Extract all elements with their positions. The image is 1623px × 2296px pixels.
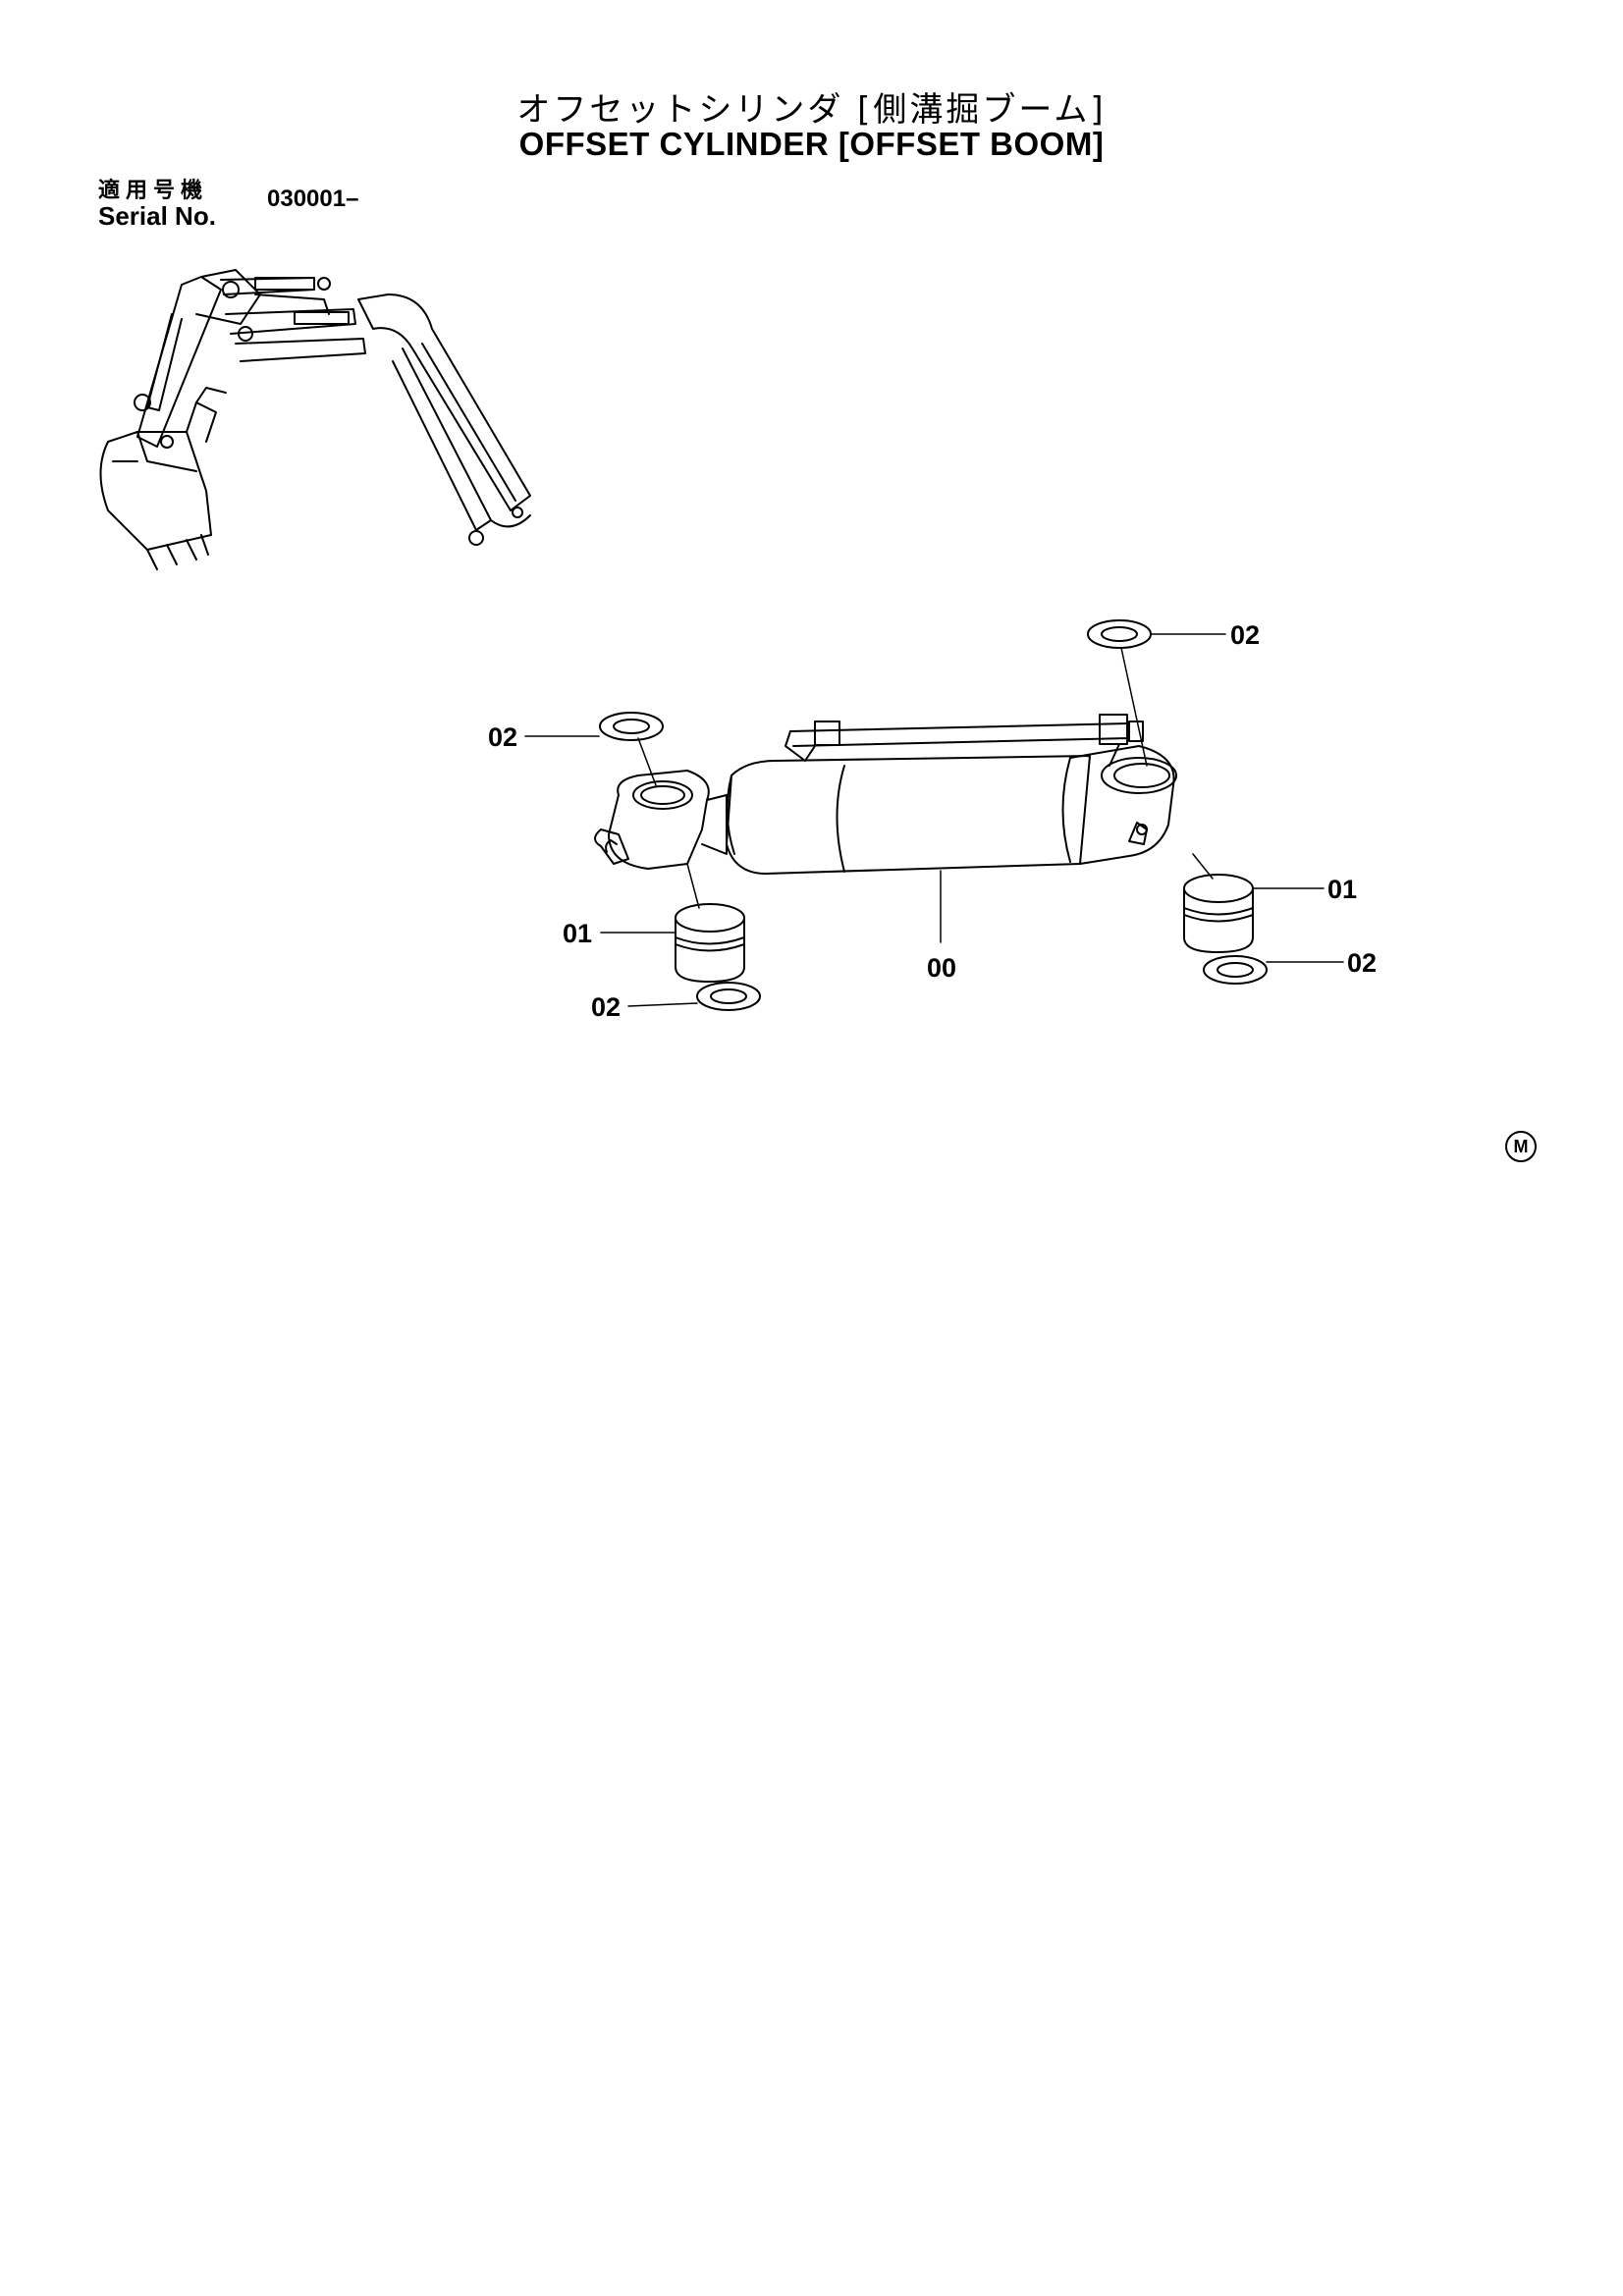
leader-lines — [524, 633, 1344, 1007]
washer-top-left — [599, 712, 664, 741]
callout-label-left-bottom-washer: 02 — [591, 992, 621, 1022]
m-mark-symbol: M — [1505, 1131, 1537, 1162]
page-title-english: OFFSET CYLINDER [OFFSET BOOM] — [518, 126, 1105, 162]
callout-label-top-right: 02 — [1230, 620, 1260, 650]
washer-top-right — [1087, 619, 1152, 649]
callout-label-left-bushing: 01 — [563, 919, 592, 948]
cylinder-assembly — [594, 619, 1268, 1011]
callout-label-top-left: 02 — [488, 722, 517, 752]
bushing-right — [1183, 887, 1254, 953]
washer-bottom-left — [696, 982, 761, 1011]
excavator-arm-illustration — [99, 269, 531, 570]
callout-label-right-bushing: 01 — [1327, 875, 1357, 904]
callout-label-right-bottom-washer: 02 — [1347, 948, 1377, 978]
washer-bottom-right — [1203, 955, 1268, 985]
serial-label-english: Serial No. — [98, 201, 216, 231]
bushing-left — [675, 917, 745, 983]
callout-label-cylinder: 00 — [927, 953, 956, 983]
page-title-japanese: オフセットシリンダ [側溝掘ブーム] — [516, 90, 1107, 130]
serial-label-japanese: 適用号機 — [98, 179, 209, 203]
serial-value: 030001– — [267, 186, 359, 212]
